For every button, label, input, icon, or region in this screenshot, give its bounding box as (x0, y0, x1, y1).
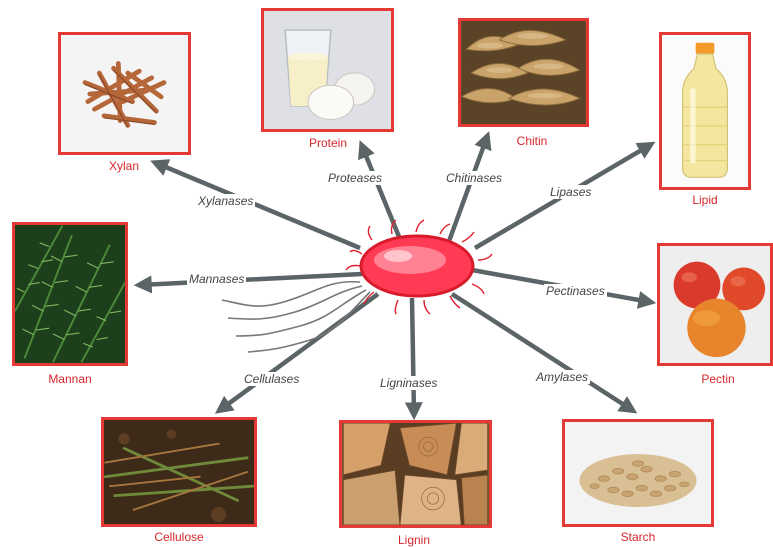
starch-photo (562, 419, 714, 527)
enzyme-label-amylases: Amylases (534, 370, 590, 384)
arrow-mannases (140, 274, 362, 285)
enzyme-label-pectinases: Pectinases (544, 284, 607, 298)
protein-label: Protein (258, 136, 398, 150)
pectin-label: Pectin (648, 372, 773, 386)
lipid-photo (659, 32, 751, 190)
oil-bottle-icon (662, 35, 748, 187)
lipid-label: Lipid (635, 193, 773, 207)
xylan-photo (58, 32, 191, 155)
enzyme-label-xylanases: Xylanases (196, 194, 255, 208)
enzyme-label-mannases: Mannases (187, 272, 246, 286)
chitin-label: Chitin (462, 134, 602, 148)
cellulose-label: Cellulose (109, 530, 249, 544)
cellulose-photo (101, 417, 257, 527)
mannan-photo (12, 222, 128, 366)
apples-icon (660, 246, 770, 363)
firewood-logs-icon (342, 423, 489, 525)
enzyme-label-ligninases: Ligninases (378, 376, 439, 390)
fallen-branches-icon (104, 420, 254, 524)
enzyme-label-cellulases: Cellulases (242, 372, 301, 386)
enzyme-label-lipases: Lipases (548, 185, 593, 199)
bracket-fungus-icon (461, 21, 586, 124)
starch-label: Starch (568, 530, 708, 544)
pectin-photo (657, 243, 773, 366)
wooden-sticks-icon (61, 35, 188, 152)
milk-and-eggs-icon (264, 11, 391, 129)
arrow-chitinases (448, 137, 487, 244)
xylan-label: Xylan (54, 159, 194, 173)
chitin-photo (458, 18, 589, 127)
enzyme-label-chitinases: Chitinases (444, 171, 504, 185)
arrow-amylases (452, 294, 632, 410)
lignin-photo (339, 420, 492, 528)
conifer-needles-icon (15, 225, 125, 363)
mannan-label: Mannan (0, 372, 140, 386)
enzyme-label-proteases: Proteases (326, 171, 384, 185)
arrow-ligninases (412, 298, 414, 414)
protein-photo (261, 8, 394, 132)
oat-flakes-icon (565, 422, 711, 524)
